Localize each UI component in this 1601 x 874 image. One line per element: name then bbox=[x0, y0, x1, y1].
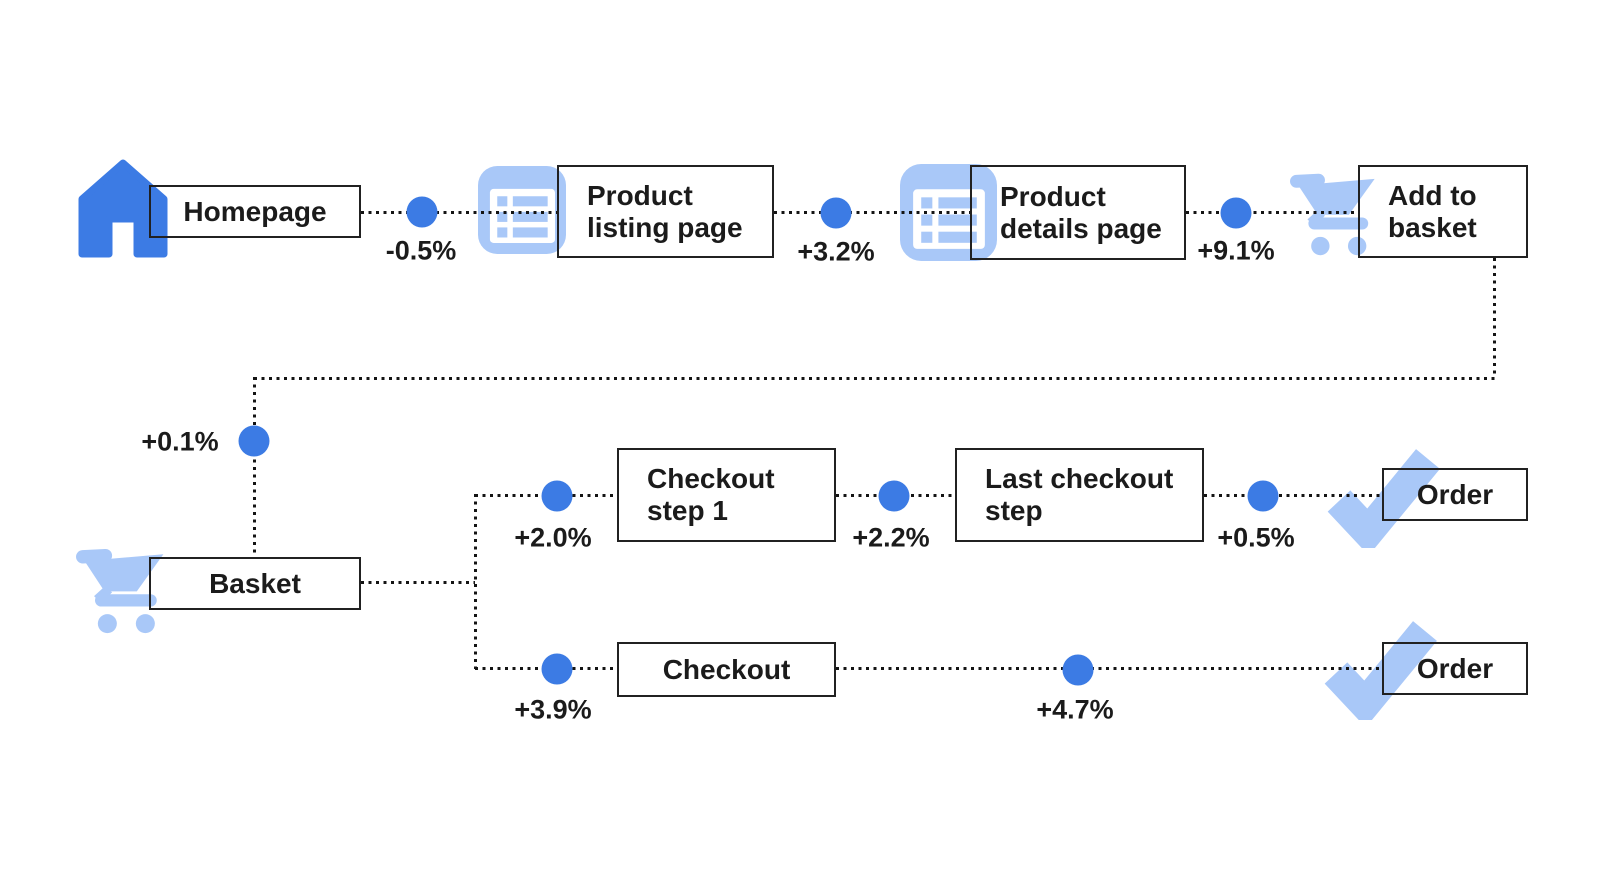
flow-dot bbox=[878, 480, 910, 512]
connector-line bbox=[774, 211, 970, 214]
node-label: Checkout bbox=[662, 653, 791, 685]
node-checkout-step-1: Checkout step 1 bbox=[617, 448, 836, 542]
home-icon bbox=[78, 159, 168, 258]
node-label: Order bbox=[1416, 652, 1494, 684]
node-label: listing page bbox=[587, 211, 743, 243]
node-homepage: Homepage bbox=[149, 185, 361, 238]
delta-basket-to-checkout: +3.9% bbox=[514, 694, 592, 725]
flow-dot bbox=[820, 197, 852, 229]
node-label: step bbox=[985, 495, 1043, 526]
flow-dot bbox=[541, 480, 573, 512]
node-product-details-page: Product details page bbox=[970, 165, 1186, 260]
node-basket: Basket bbox=[149, 557, 361, 610]
node-label: Homepage bbox=[183, 195, 327, 227]
connector-line bbox=[1186, 211, 1358, 214]
node-label: Checkout bbox=[647, 463, 775, 494]
connector-line bbox=[361, 211, 557, 214]
delta-product-listing-to-product-details: +3.2% bbox=[797, 236, 875, 267]
node-add-to-basket: Add to basket bbox=[1358, 165, 1528, 258]
list-icon bbox=[478, 166, 566, 254]
node-last-checkout-step: Last checkout step bbox=[955, 448, 1204, 542]
flow-dot bbox=[1062, 654, 1094, 686]
node-label: Order bbox=[1416, 478, 1494, 510]
connector-line bbox=[1204, 494, 1382, 497]
delta-homepage-to-product-listing: -0.5% bbox=[385, 235, 457, 266]
check-icon bbox=[1324, 621, 1437, 720]
node-label: Product bbox=[1000, 180, 1106, 212]
node-label: Add to bbox=[1388, 179, 1477, 211]
delta-basket-to-checkout-step-1: +2.0% bbox=[514, 522, 592, 553]
connector-line bbox=[253, 377, 256, 557]
node-order-bottom: Order bbox=[1382, 642, 1528, 695]
delta-last-checkout-step-to-order: +0.5% bbox=[1217, 522, 1295, 553]
node-product-listing-page: Product listing page bbox=[557, 165, 774, 258]
flow-dot bbox=[1220, 197, 1252, 229]
connector-line bbox=[254, 377, 1496, 380]
node-checkout: Checkout bbox=[617, 642, 836, 697]
node-label: Basket bbox=[209, 567, 301, 599]
flow-dot bbox=[238, 425, 270, 457]
node-label: basket bbox=[1388, 211, 1477, 243]
flow-dot bbox=[406, 196, 438, 228]
flow-dot bbox=[541, 653, 573, 685]
connector-line bbox=[836, 667, 1382, 670]
connector-line bbox=[361, 581, 475, 584]
node-label: details page bbox=[1000, 212, 1162, 244]
flow-dot bbox=[1247, 480, 1279, 512]
connector-line bbox=[474, 494, 477, 669]
node-label: Product bbox=[587, 179, 693, 211]
delta-product-details-to-add-to-basket: +9.1% bbox=[1197, 235, 1275, 266]
node-label: Last checkout bbox=[985, 463, 1174, 494]
connector-line bbox=[1493, 258, 1496, 377]
cart-icon bbox=[1290, 173, 1375, 256]
delta-checkout-to-order: +4.7% bbox=[1036, 694, 1114, 725]
node-order-top: Order bbox=[1382, 468, 1528, 521]
check-icon bbox=[1327, 449, 1440, 548]
node-label: step 1 bbox=[647, 495, 728, 526]
delta-checkout-step-1-to-last-checkout-step: +2.2% bbox=[852, 522, 930, 553]
delta-add-to-basket-to-basket: +0.1% bbox=[141, 426, 219, 457]
cart-icon bbox=[76, 548, 164, 634]
